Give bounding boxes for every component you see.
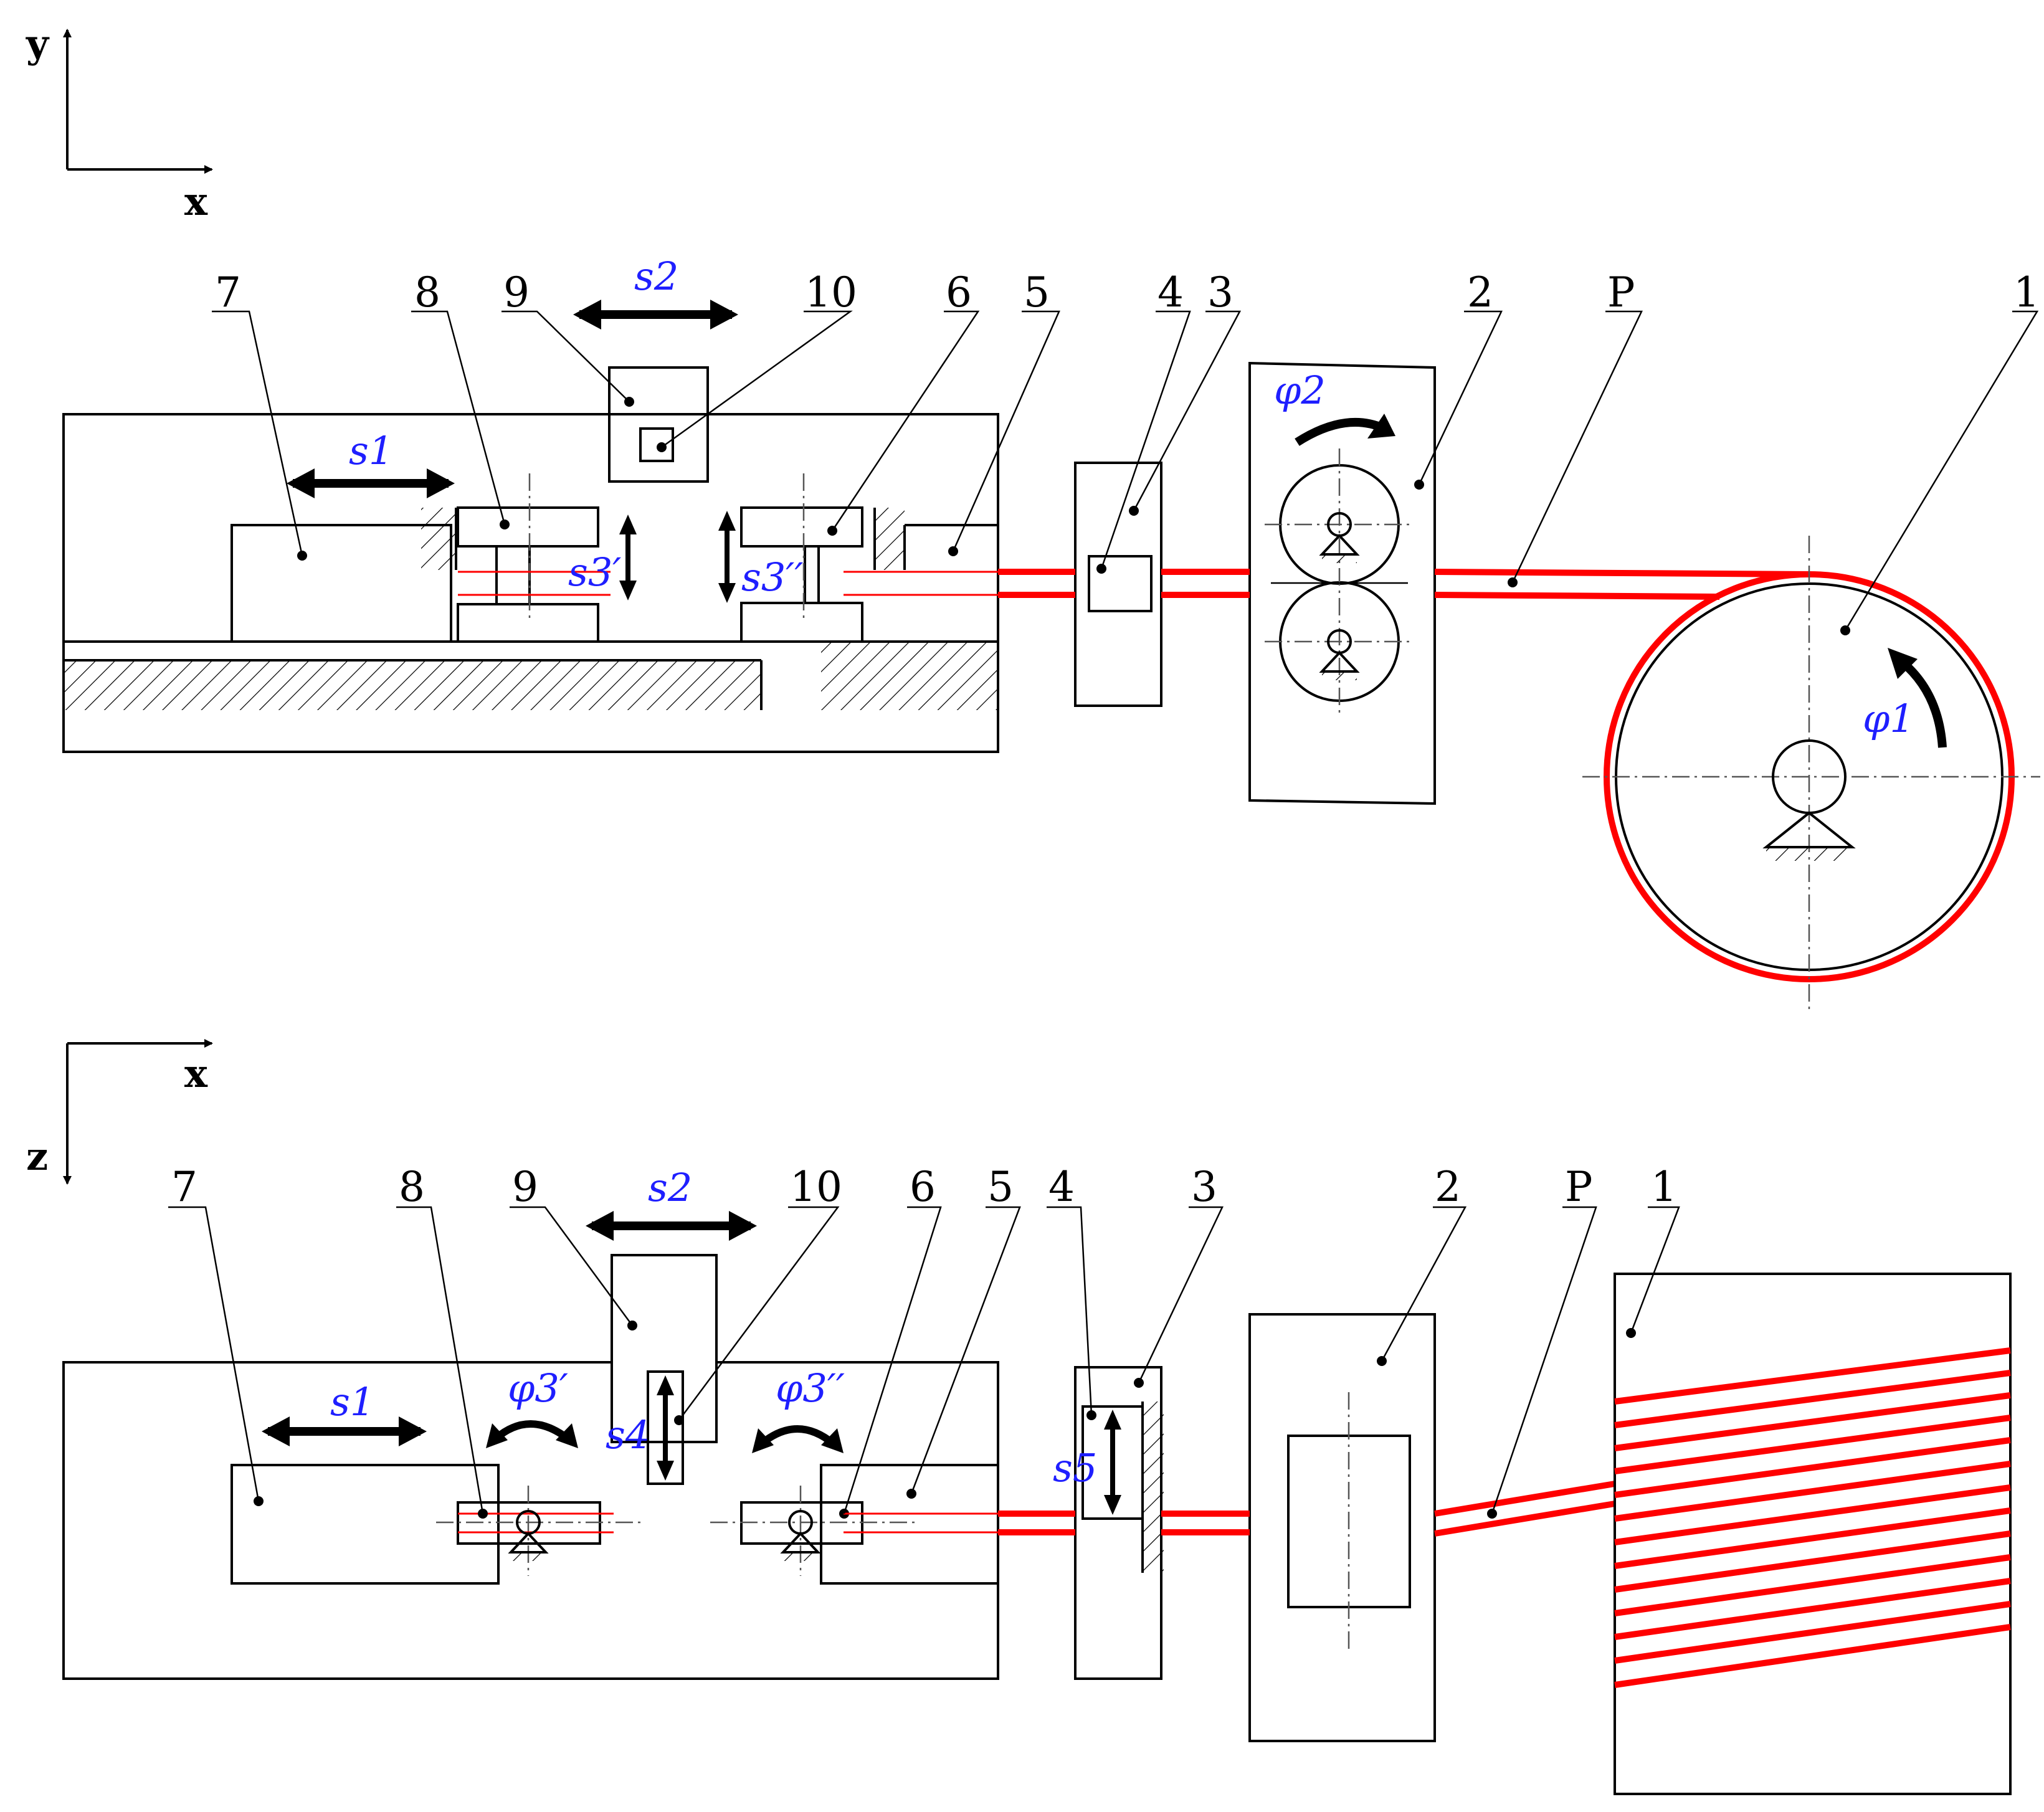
label-phi3a: φ3′ [508,1365,568,1411]
label-phi2: φ2 [1274,368,1326,413]
arrow-s1 [287,468,455,498]
arrow-phi3b [752,1425,844,1453]
label-s2-side: s2 [648,1165,692,1210]
label-part-8-side: 8 [399,1163,425,1211]
label-part-9: 9 [503,268,530,316]
label-part-1-side: 1 [1651,1163,1677,1211]
arrow-s2 [573,300,738,330]
x-axis-label: x [184,179,208,224]
top-view: y x [26,21,2040,1012]
label-part-8: 8 [414,268,440,316]
arrow-s1-side [262,1416,427,1446]
label-part-5: 5 [1024,268,1050,316]
part-8-clamp-lower [457,603,599,643]
roller-upper-pivot [1319,512,1360,563]
part-7-side [231,1464,500,1585]
part-2-side [1248,1313,1436,1742]
label-part-3-side: 3 [1191,1163,1217,1211]
side-view: z x [26,1039,2012,1795]
label-part-4-side: 4 [1048,1163,1075,1211]
arrow-s5 [1104,1410,1121,1515]
arrow-s2-side [586,1211,757,1241]
part-2-roller-housing [1248,361,1436,805]
drum-pivot [1762,739,1856,861]
part-10-side [647,1370,684,1485]
label-part-7: 7 [215,268,241,316]
arrow-phi3a [486,1420,578,1448]
part-10-element [639,427,674,462]
label-phi3b: φ3′′ [776,1365,845,1411]
label-part-P: P [1607,268,1635,316]
wire-top [998,569,1810,600]
axes-xy: y x [26,21,213,224]
label-s5: s5 [1053,1445,1097,1491]
arrow-s4 [657,1375,674,1481]
machine-frame [62,413,999,753]
part-8-clamp-upper [457,506,599,548]
y-axis-label: y [26,21,50,67]
part-9-slider [608,366,709,483]
label-part-6: 6 [946,268,972,316]
base-hatch-left [64,660,761,710]
wire-side [998,1481,1615,1537]
arrow-phi1 [1888,648,1947,748]
roller-lower-pivot [1319,629,1360,680]
part-8-pivot [508,1510,549,1561]
label-part-10: 10 [805,268,857,316]
label-part-7-side: 7 [171,1163,197,1211]
axes-xz: z x [26,1039,213,1185]
part-7-carriage [231,524,452,643]
label-s1-side: s1 [330,1379,374,1425]
z-axis-label: z [26,1134,48,1179]
part-labels-side: 7 8 9 10 6 5 4 3 2 P 1 [171,1163,1677,1211]
part-6-clamp-upper [740,506,863,548]
label-part-5-side: 5 [987,1163,1014,1211]
label-part-6-side: 6 [910,1163,936,1211]
label-phi1: φ1 [1863,696,1914,741]
base-hatch-right [821,642,998,710]
label-s3b: s3′′ [741,554,803,600]
part-4-die [1088,555,1153,612]
leaders-top [212,310,2039,631]
leaders-side [168,1206,1680,1514]
part-3-guide [1074,462,1162,707]
arrow-s3b [718,511,736,603]
part-6-pivot [780,1510,821,1561]
part-labels-top: 7 8 9 10 6 5 4 3 2 P 1 [215,268,2040,316]
part-6-clamp-lower [740,602,863,643]
x-axis-label-2: x [184,1051,208,1096]
label-part-1: 1 [2013,268,2040,316]
arrow-s3a [619,515,637,600]
label-s1-top: s1 [349,428,393,473]
machine-frame-side [62,1361,999,1680]
label-part-3: 3 [1207,268,1234,316]
part-5-side [820,1464,998,1585]
drum-windings [1614,1347,2011,1688]
label-s2-top: s2 [634,254,678,299]
label-part-2-side: 2 [1435,1163,1461,1211]
label-part-P-side: P [1565,1163,1592,1211]
arrow-phi2 [1295,414,1395,446]
label-part-9-side: 9 [512,1163,538,1211]
label-part-10-side: 10 [790,1163,842,1211]
label-part-4: 4 [1157,268,1184,316]
label-part-2: 2 [1467,268,1493,316]
label-s4: s4 [606,1412,650,1458]
label-s3a: s3′ [568,549,621,595]
